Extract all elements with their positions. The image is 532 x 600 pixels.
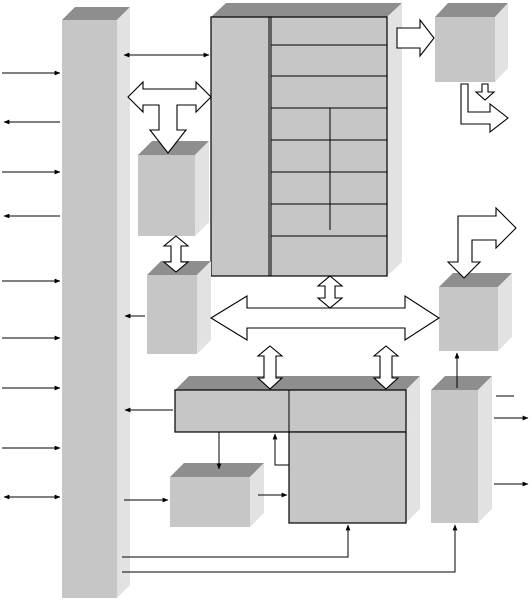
- lower-left-small-block: [170, 463, 264, 527]
- hollow-arrow-icon: [396, 18, 435, 58]
- hollow-arrow-icon: [162, 235, 190, 273]
- lower-square-block: [288, 418, 420, 524]
- wide-lower-block: [174, 376, 420, 433]
- small-upper-block: [138, 141, 209, 236]
- right-tall-block: [431, 376, 492, 523]
- hollow-arrow-icon: [446, 206, 517, 279]
- hollow-arrow-icon: [209, 294, 441, 342]
- small-middle-block: [147, 261, 211, 354]
- arrow-up-icon: [272, 433, 289, 466]
- right-middle-block: [439, 273, 512, 351]
- hollow-arrow-icon: [256, 345, 284, 390]
- internal-arrows: [122, 52, 529, 573]
- arrow-up-icon: [122, 524, 458, 573]
- left-external-arrows: [2, 70, 61, 500]
- register-grid-lines: [268, 17, 387, 276]
- left-bus-block: [62, 7, 130, 598]
- hollow-arrow-icon: [316, 275, 344, 309]
- top-right-block: [435, 3, 508, 82]
- hollow-arrow-icon: [127, 80, 212, 154]
- register-grid-block: [210, 3, 402, 277]
- hollow-arrow-icon: [372, 345, 400, 390]
- hollow-arrows: [127, 18, 517, 390]
- hollow-arrow-icon: [460, 83, 509, 134]
- arrow-up-icon: [122, 524, 351, 558]
